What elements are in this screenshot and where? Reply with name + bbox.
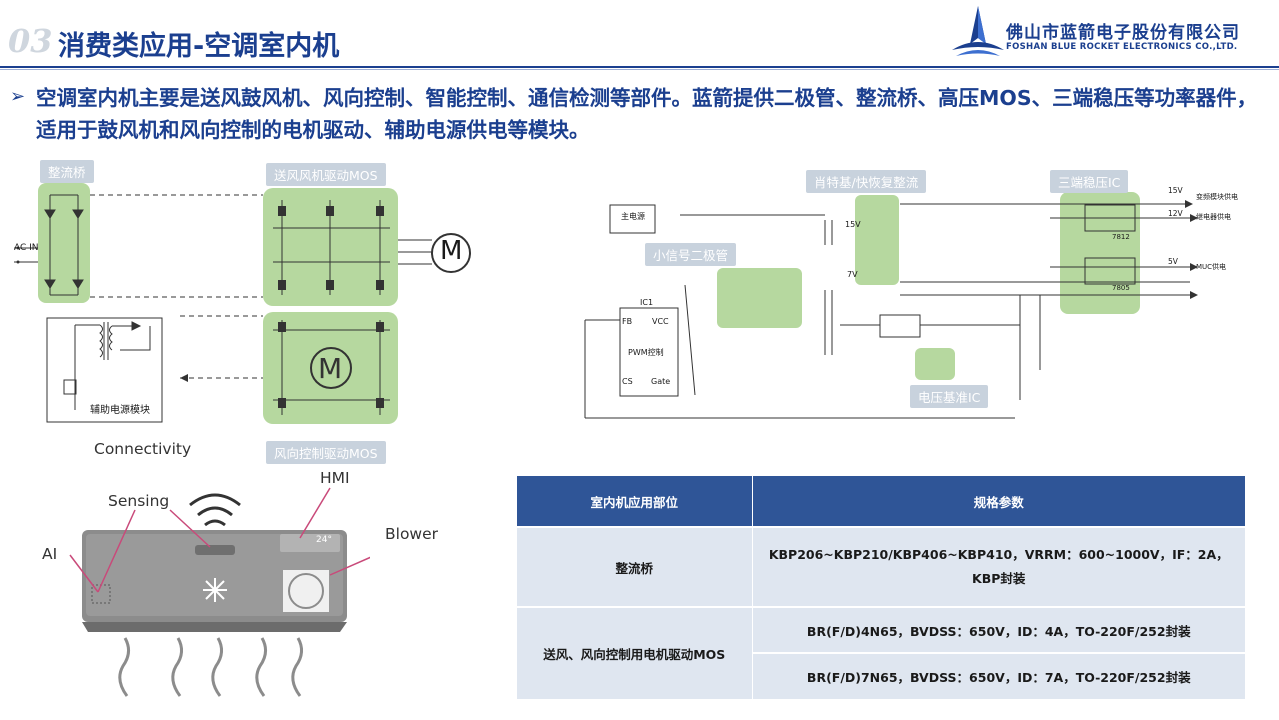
pwm-label: PWM控制 <box>628 348 664 357</box>
reg-7812: 7812 <box>1112 233 1130 241</box>
intro-text: 空调室内机主要是送风鼓风机、风向控制、智能控制、通信检测等部件。蓝箭提供二极管、… <box>36 86 1258 142</box>
section-number: 03 <box>8 22 53 60</box>
motor-vane-symbol: M <box>318 352 343 385</box>
tag-rectifier-bridge: 整流桥 <box>40 160 94 183</box>
motor-drive-diagram <box>14 183 471 424</box>
spec-table: 室内机应用部位 规格参数 整流桥 KBP206~KBP210/KBP406~KB… <box>517 476 1246 699</box>
cell-spec: BR(F/D)4N65，BVDSS：650V，ID：4A，TO-220F/252… <box>752 606 1246 653</box>
table-row: 整流桥 KBP206~KBP210/KBP406~KBP410，VRRM：600… <box>517 526 1246 607</box>
ac-unit-illustration <box>69 487 370 697</box>
ic1-label: IC1 <box>640 298 654 307</box>
spec-line: KBP封装 <box>972 571 1026 586</box>
label-hmi: HMI <box>320 469 350 487</box>
out-15v: 15V <box>1168 186 1183 195</box>
tag-blower-mos: 送风风机驱动MOS <box>266 163 386 186</box>
company-name-cn: 佛山市蓝箭电子股份有限公司 <box>1006 23 1240 43</box>
cell-spec: BR(F/D)7N65，BVDSS：650V，ID：7A，TO-220F/252… <box>752 652 1246 699</box>
pin-gate: Gate <box>651 377 671 386</box>
table-row: BR(F/D)7N65，BVDSS：650V，ID：7A，TO-220F/252… <box>517 652 1246 699</box>
header-divider <box>0 66 1279 68</box>
pin-vcc: VCC <box>652 317 669 326</box>
main-power-label: 主电源 <box>621 212 645 221</box>
tag-voltage-reference: 电压基准IC <box>910 385 989 408</box>
pin-cs: CS <box>622 377 633 386</box>
out-12v-desc: 继电器供电 <box>1196 213 1231 221</box>
tag-three-terminal-regulator: 三端稳压IC <box>1050 170 1129 193</box>
power-supply-schematic <box>584 192 1198 419</box>
out-12v: 12V <box>1168 209 1183 218</box>
label-sensing: Sensing <box>108 492 170 510</box>
header-divider-thin <box>0 69 1279 70</box>
label-connectivity: Connectivity <box>94 440 192 458</box>
tag-vane-mos: 风向控制驱动MOS <box>266 441 386 464</box>
label-blower: Blower <box>385 525 439 543</box>
spec-line: KBP206~KBP210/KBP406~KBP410，VRRM：600~100… <box>768 547 1229 562</box>
secondary-7v: 7V <box>847 270 858 279</box>
company-name-en: FOSHAN BLUE ROCKET ELECTRONICS CO.,LTD. <box>1006 42 1238 52</box>
display-temp: 24° <box>316 535 332 545</box>
reg-7805: 7805 <box>1112 284 1130 292</box>
company-logo-icon <box>952 6 1004 56</box>
aux-power-label: 辅助电源模块 <box>90 405 150 416</box>
table-row: 送风、风向控制用电机驱动MOS BR(F/D)4N65，BVDSS：650V，I… <box>517 606 1246 699</box>
cell-part: 送风、风向控制用电机驱动MOS <box>517 606 753 699</box>
out-5v-desc: MUC供电 <box>1196 263 1227 271</box>
motor-blower-symbol: M <box>440 236 463 266</box>
label-ai: AI <box>42 545 58 563</box>
out-15v-desc: 变频模块供电 <box>1196 193 1238 201</box>
tag-schottky-rectifier: 肖特基/快恢复整流 <box>806 170 927 193</box>
page-title: 消费类应用-空调室内机 <box>58 31 340 62</box>
secondary-15v: 15V <box>845 220 861 229</box>
bullet-icon: ➢ <box>10 86 26 107</box>
tag-small-signal-diode: 小信号二极管 <box>645 243 737 266</box>
out-5v: 5V <box>1168 257 1178 266</box>
col-application: 室内机应用部位 <box>517 476 753 527</box>
cell-part: 整流桥 <box>517 526 753 607</box>
ac-in-label: AC IN <box>14 243 39 253</box>
col-spec: 规格参数 <box>752 476 1246 527</box>
cell-spec: KBP206~KBP210/KBP406~KBP410，VRRM：600~100… <box>752 526 1246 607</box>
pin-fb: FB <box>622 317 633 326</box>
